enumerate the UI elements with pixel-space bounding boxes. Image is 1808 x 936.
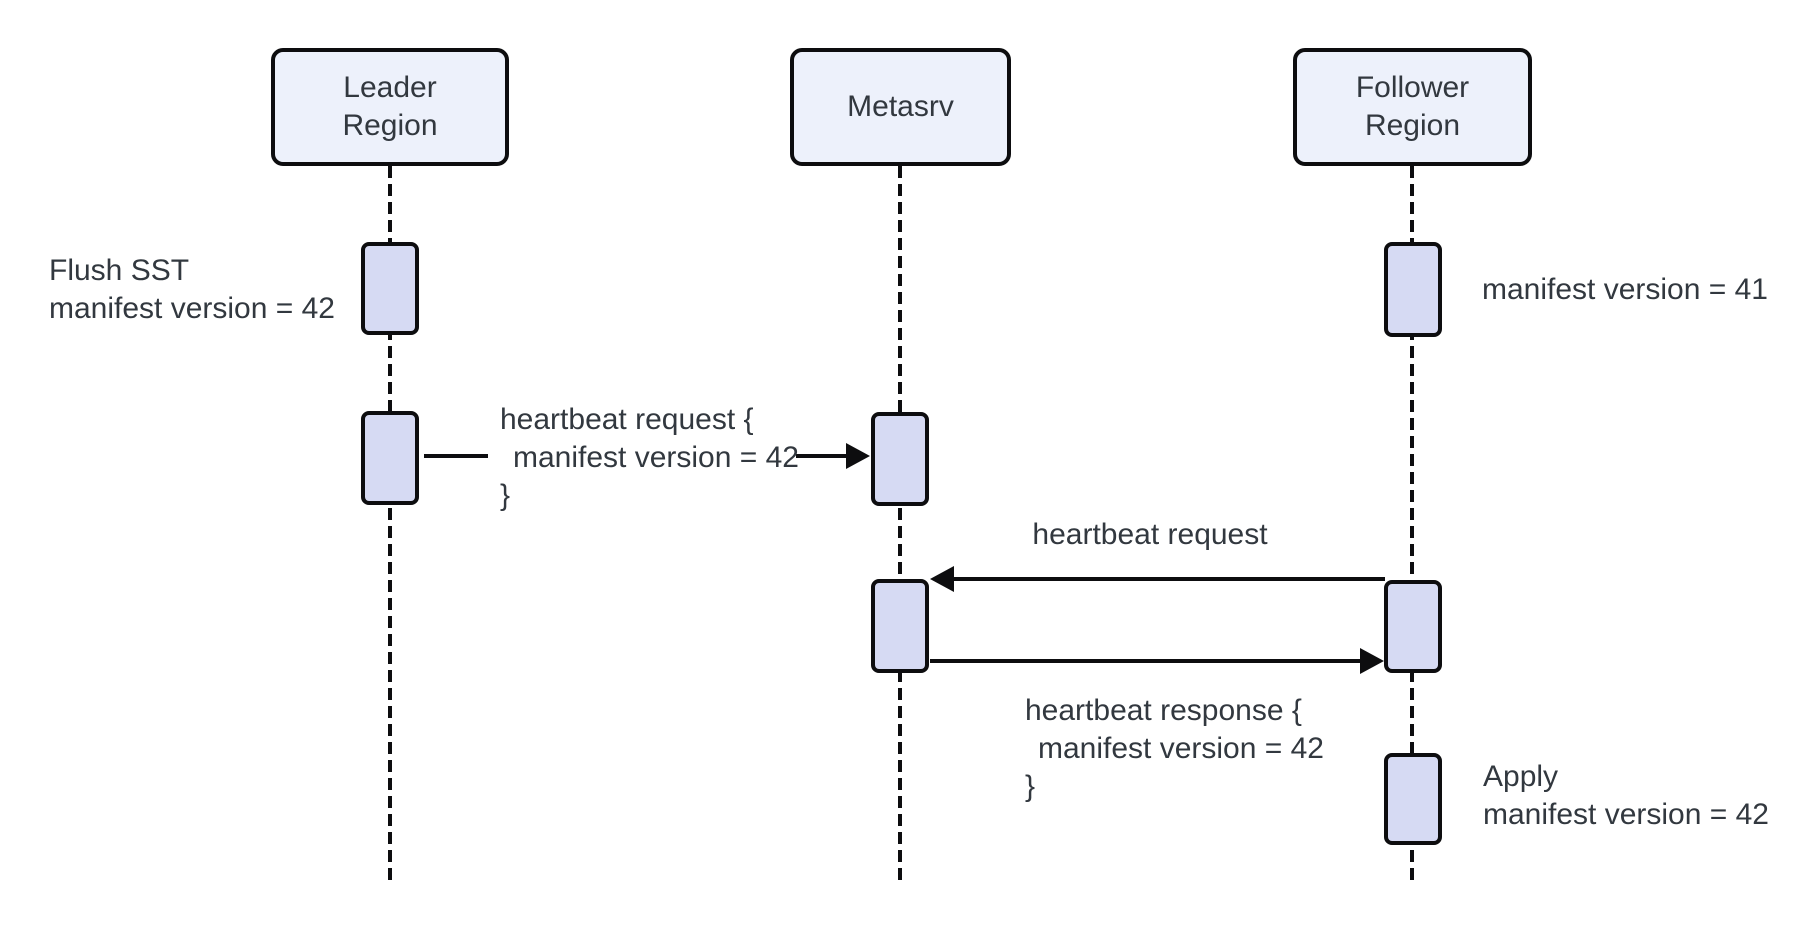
message-heartbeat-request-leader-line1: heartbeat request { bbox=[500, 403, 754, 436]
message-heartbeat-request-follower-line1: heartbeat request bbox=[1032, 518, 1268, 551]
lifeline-metasrv bbox=[898, 166, 902, 880]
participant-follower-region-label-line2: Region bbox=[1364, 109, 1461, 142]
activation-metasrv-heartbeat2 bbox=[871, 579, 929, 673]
note-flush-sst-line1: Flush SST bbox=[49, 254, 190, 287]
lifeline-follower-region bbox=[1410, 166, 1414, 880]
participant-metasrv: Metasrv bbox=[790, 48, 1011, 166]
message-heartbeat-response-line2: manifest version = 42 bbox=[1038, 732, 1324, 765]
arrowhead-right-icon bbox=[1360, 648, 1384, 674]
note-apply-line1: Apply bbox=[1483, 760, 1559, 793]
arrow-metasrv-to-follower-line bbox=[930, 659, 1362, 663]
arrowhead-left-icon bbox=[930, 566, 954, 592]
message-heartbeat-response-line3: } bbox=[1025, 770, 1036, 803]
arrow-leader-to-metasrv-segment-left bbox=[424, 454, 488, 458]
note-apply: Apply manifest version = 42 bbox=[1483, 758, 1769, 834]
message-heartbeat-request-leader: heartbeat request { manifest version = 4… bbox=[500, 401, 799, 515]
participant-follower-region: Follower Region bbox=[1293, 48, 1532, 166]
activation-follower-apply bbox=[1384, 753, 1442, 845]
message-heartbeat-request-follower: heartbeat request bbox=[1032, 516, 1267, 554]
arrowhead-right-icon bbox=[846, 443, 870, 469]
activation-follower-heartbeat bbox=[1384, 580, 1442, 673]
participant-follower-region-label-line1: Follower bbox=[1355, 71, 1470, 104]
arrow-leader-to-metasrv-segment-right bbox=[796, 454, 848, 458]
lifeline-leader-region bbox=[388, 166, 392, 880]
activation-leader-heartbeat bbox=[361, 411, 419, 505]
participant-leader-region: Leader Region bbox=[271, 48, 509, 166]
note-apply-line2: manifest version = 42 bbox=[1483, 798, 1769, 831]
note-manifest-41-line1: manifest version = 41 bbox=[1482, 273, 1768, 306]
participant-metasrv-label: Metasrv bbox=[847, 90, 954, 123]
participant-leader-region-label-line1: Leader bbox=[343, 71, 437, 104]
activation-metasrv-heartbeat1 bbox=[871, 412, 929, 506]
note-flush-sst-line2: manifest version = 42 bbox=[49, 292, 335, 325]
participant-leader-region-label-line2: Region bbox=[342, 109, 438, 142]
note-manifest-41: manifest version = 41 bbox=[1482, 271, 1768, 309]
message-heartbeat-request-leader-line3: } bbox=[500, 479, 511, 512]
message-heartbeat-response: heartbeat response { manifest version = … bbox=[1025, 692, 1324, 806]
message-heartbeat-request-leader-line2: manifest version = 42 bbox=[513, 441, 799, 474]
activation-leader-flush bbox=[361, 242, 419, 335]
arrow-follower-to-metasrv-line bbox=[950, 577, 1385, 581]
note-flush-sst: Flush SST manifest version = 42 bbox=[49, 252, 335, 328]
activation-follower-manifest41 bbox=[1384, 242, 1442, 337]
message-heartbeat-response-line1: heartbeat response { bbox=[1025, 694, 1302, 727]
